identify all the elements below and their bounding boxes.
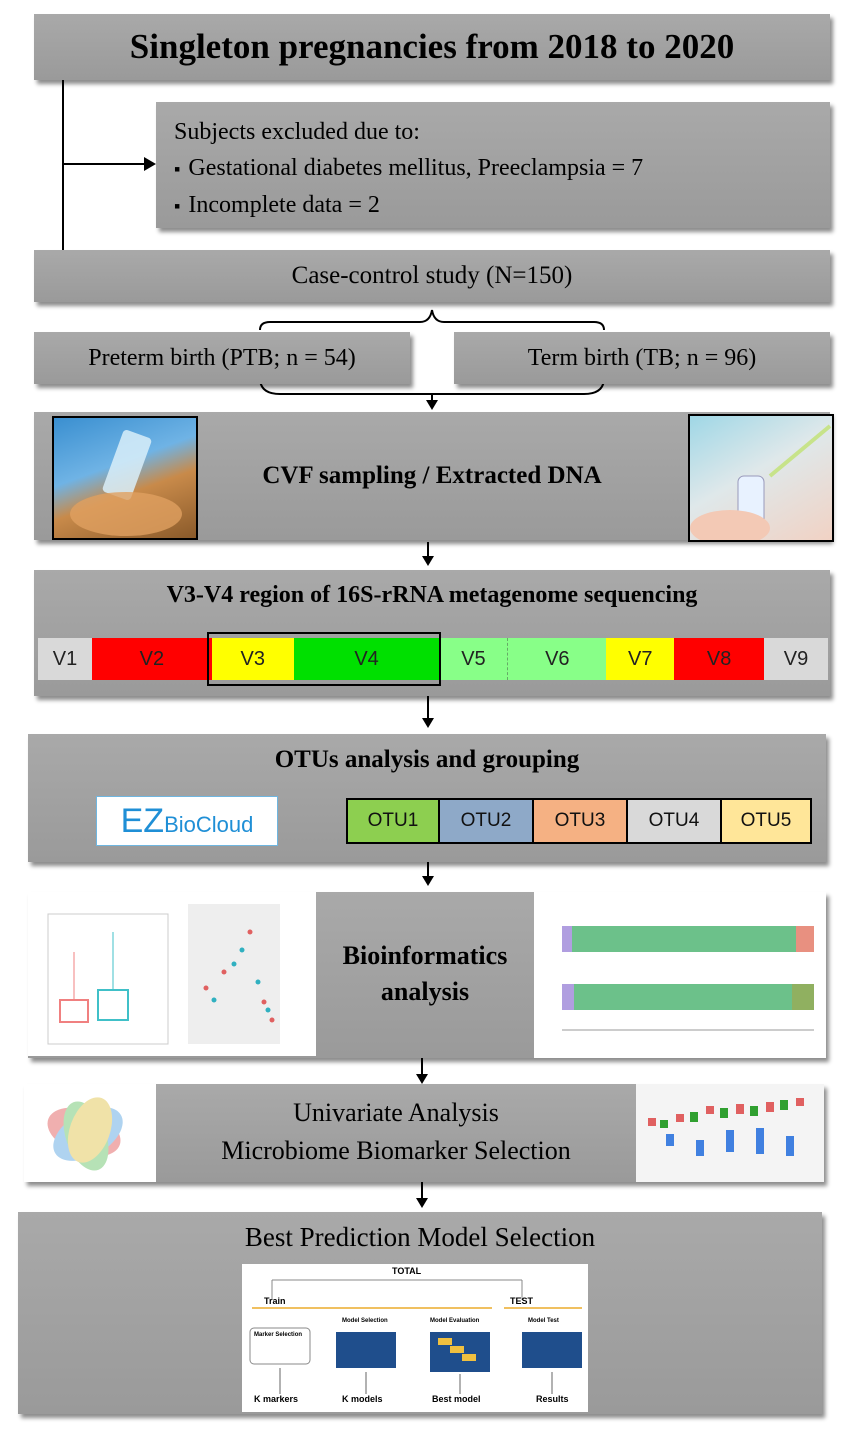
otu-title: OTUs analysis and grouping — [274, 746, 580, 773]
exclusion-item-1: ▪Gestational diabetes mellitus, Preeclam… — [174, 155, 644, 181]
arrow-down-icon — [422, 876, 434, 886]
study-box: Case-control study (N=150) — [34, 250, 830, 302]
flow-test: TEST — [510, 1296, 534, 1306]
pipette-photo — [688, 414, 834, 542]
region-v8: V8 — [674, 638, 765, 680]
venn-panel — [24, 1084, 156, 1182]
flow-marker-selection: Marker Selection — [254, 1332, 303, 1338]
tb-label: Term birth (TB; n = 96) — [527, 344, 757, 371]
composition-panel — [534, 892, 826, 1058]
connector-2 — [427, 696, 429, 720]
flow-model-test: Model Test — [528, 1318, 559, 1324]
title-box: Singleton pregnancies from 2018 to 2020 — [34, 14, 830, 80]
arrow-down-icon — [416, 1198, 428, 1208]
connector-horizontal — [62, 163, 146, 165]
flow-train: Train — [264, 1296, 286, 1306]
flow-model-evaluation: Model Evaluation — [430, 1318, 480, 1324]
region-v1: V1 — [38, 638, 92, 680]
arrow-down-icon — [422, 556, 434, 566]
otu4-box: OTU4 — [626, 798, 722, 844]
univariate-label: Univariate Analysis Microbiome Biomarker… — [221, 1098, 571, 1165]
bioinformatics-label: Bioinformatics analysis — [342, 941, 508, 1006]
sample-tube-photo — [52, 416, 198, 540]
ptb-label: Preterm birth (PTB; n = 54) — [88, 344, 356, 371]
flow-k-models: K models — [342, 1394, 383, 1404]
study-label: Case-control study (N=150) — [291, 262, 573, 289]
boxplot-panel — [28, 892, 316, 1056]
connector-1 — [427, 542, 429, 558]
otu5-box: OTU5 — [720, 798, 812, 844]
region-v6: V6 — [508, 638, 607, 680]
region-v7: V7 — [606, 638, 675, 680]
region-v5: V5 — [439, 638, 509, 680]
otu2-box: OTU2 — [438, 798, 534, 844]
exclusion-heading: Subjects excluded due to: — [174, 119, 420, 145]
flow-total: TOTAL — [392, 1266, 422, 1276]
region-v9: V9 — [764, 638, 828, 680]
tb-box: Term birth (TB; n = 96) — [454, 332, 830, 384]
region-v2: V2 — [91, 638, 212, 680]
biomarker-boxplot-panel — [636, 1084, 824, 1182]
bullet-icon: ▪ — [174, 159, 181, 179]
flow-model-selection: Model Selection — [342, 1318, 388, 1324]
connector-4 — [421, 1058, 423, 1076]
arrow-down-icon — [416, 1074, 428, 1084]
page-title: Singleton pregnancies from 2018 to 2020 — [129, 27, 735, 66]
flow-k-markers: K markers — [254, 1394, 299, 1404]
region-v3: V3 — [211, 638, 294, 680]
arrow-down-icon — [422, 718, 434, 728]
flow-results: Results — [536, 1394, 569, 1404]
flow-best-model: Best model — [432, 1394, 481, 1404]
model-flow-panel: TOTAL Train TEST Marker Selection Model … — [242, 1264, 588, 1412]
bullet-icon: ▪ — [174, 196, 181, 216]
exclusion-item-2: ▪Incomplete data = 2 — [174, 192, 380, 218]
region-v4: V4 — [293, 638, 440, 680]
connector-5 — [421, 1182, 423, 1200]
v3-v4-highlight — [207, 632, 441, 686]
sampling-label: CVF sampling / Extracted DNA — [262, 462, 602, 489]
sequencing-title: V3-V4 region of 16S-rRNA metagenome sequ… — [166, 582, 698, 608]
model-title: Best Prediction Model Selection — [244, 1222, 596, 1252]
otu1-box: OTU1 — [346, 798, 440, 844]
exclusion-box: Subjects excluded due to: ▪Gestational d… — [156, 102, 830, 228]
connector-3 — [427, 862, 429, 878]
arrow-down-icon — [426, 400, 438, 410]
connector-vertical — [62, 80, 64, 250]
otu3-box: OTU3 — [532, 798, 628, 844]
ptb-box: Preterm birth (PTB; n = 54) — [34, 332, 410, 384]
region-bar: V1 V2 V3 V4 V5 V6 V7 V8 V9 — [38, 638, 828, 680]
arrow-right-icon — [144, 157, 156, 171]
